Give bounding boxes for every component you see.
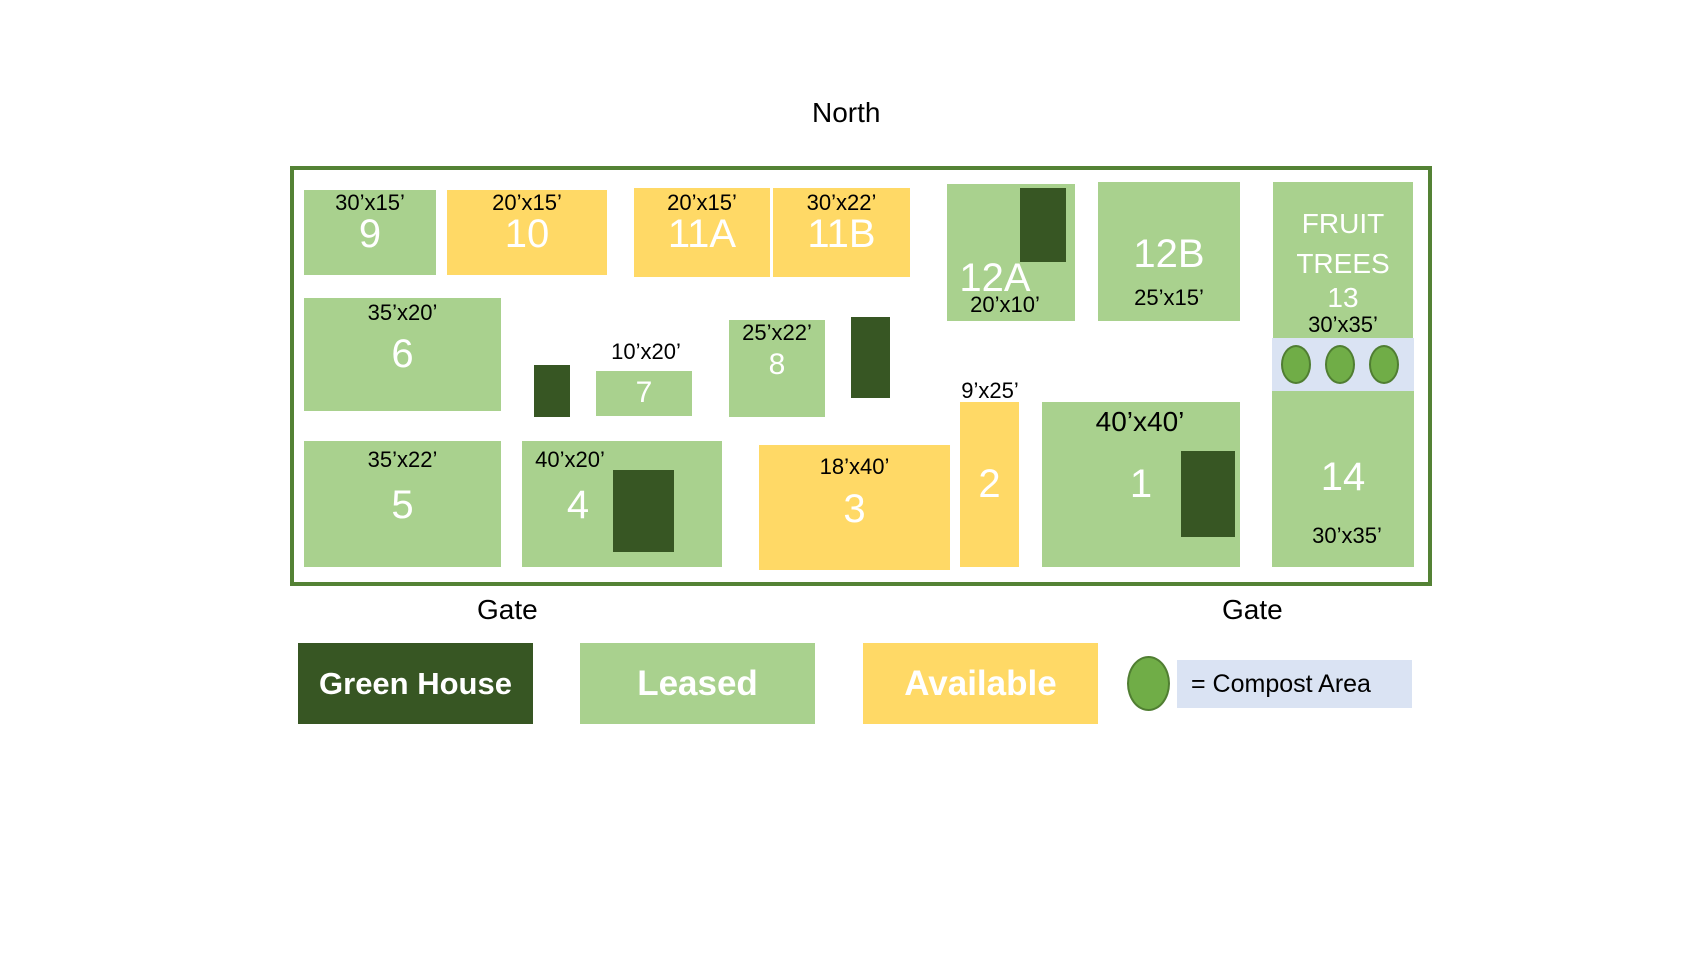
plot-1-size: 40’x40’ bbox=[1095, 406, 1185, 437]
plot-7-size: 10’x20’ bbox=[611, 339, 681, 364]
greenhouse-near-8 bbox=[851, 317, 890, 398]
plot-7[interactable]: 7 bbox=[596, 371, 692, 416]
plot-12b-number: 12B bbox=[1133, 232, 1205, 276]
plot-8-size: 25’x22’ bbox=[742, 320, 812, 345]
plot-6[interactable]: 35’x20’ 6 bbox=[304, 298, 501, 411]
compost-dot-icon bbox=[1369, 345, 1399, 384]
plot-11a-size: 20’x15’ bbox=[667, 190, 737, 215]
greenhouse-near-7 bbox=[534, 365, 570, 417]
plot-12a-number: 12A bbox=[959, 256, 1031, 300]
plot-6-size: 35’x20’ bbox=[367, 300, 438, 325]
legend-compost-dot-icon bbox=[1127, 656, 1170, 711]
plot-4-size: 40’x20’ bbox=[535, 447, 605, 472]
plot-13-number: 13 bbox=[1327, 282, 1359, 313]
greenhouse-1 bbox=[1181, 451, 1235, 537]
legend-green-house: Green House bbox=[298, 643, 533, 724]
plot-10-size: 20’x15’ bbox=[492, 190, 562, 215]
plot-13-name: FRUIT TREES bbox=[1296, 208, 1390, 279]
plot-2-number: 2 bbox=[978, 462, 1001, 506]
plot-14-size: 30’x35’ bbox=[1312, 523, 1382, 548]
plot-5[interactable]: 35’x22’ 5 bbox=[304, 441, 501, 567]
legend-leased-label: Leased bbox=[637, 663, 758, 703]
greenhouse-12a bbox=[1020, 188, 1066, 262]
north-label: North bbox=[812, 97, 881, 128]
plot-9-size: 30’x15’ bbox=[335, 190, 405, 215]
plot-6-number: 6 bbox=[391, 332, 414, 376]
plot-12b-size: 25’x15’ bbox=[1134, 285, 1204, 310]
plot-11b-number: 11B bbox=[807, 212, 876, 256]
legend-leased: Leased bbox=[580, 643, 815, 724]
plot-11b[interactable]: 30’x22’ 11B bbox=[773, 188, 910, 277]
garden-boundary bbox=[290, 166, 1432, 586]
plot-5-number: 5 bbox=[391, 483, 414, 527]
plot-11b-size: 30’x22’ bbox=[806, 190, 877, 215]
plot-14[interactable]: 14 30’x35’ bbox=[1272, 391, 1414, 567]
plot-9[interactable]: 30’x15’ 9 bbox=[304, 190, 436, 275]
plot-3-size: 18’x40’ bbox=[819, 454, 890, 479]
plot-13-size: 30’x35’ bbox=[1308, 312, 1378, 337]
plot-10-number: 10 bbox=[504, 212, 550, 256]
legend-compost-area: = Compost Area bbox=[1177, 660, 1412, 708]
plot-11a[interactable]: 20’x15’ 11A bbox=[634, 188, 770, 277]
plot-11a-number: 11A bbox=[667, 212, 737, 256]
plot-4-number: 4 bbox=[566, 483, 590, 527]
legend-green-house-label: Green House bbox=[319, 665, 512, 701]
plot-12b[interactable]: 12B 25’x15’ bbox=[1098, 182, 1240, 321]
plot-13-fruit-trees[interactable]: FRUIT TREES 13 30’x35’ bbox=[1273, 182, 1413, 338]
plot-8[interactable]: 25’x22’ 8 bbox=[729, 320, 825, 417]
plot-12a-size: 20’x10’ bbox=[970, 292, 1040, 317]
legend-available: Available bbox=[863, 643, 1098, 724]
compost-dot-icon bbox=[1281, 345, 1311, 384]
gate-label-west: Gate bbox=[477, 594, 538, 625]
plot-8-number: 8 bbox=[768, 348, 786, 381]
plot-7-number: 7 bbox=[635, 376, 653, 409]
plot-2-size: 9’x25’ bbox=[961, 378, 1019, 403]
plot-2[interactable]: 2 bbox=[960, 402, 1019, 567]
compost-dot-icon bbox=[1325, 345, 1355, 384]
gate-label-east: Gate bbox=[1222, 594, 1283, 625]
plot-3[interactable]: 18’x40’ 3 bbox=[759, 445, 950, 570]
plot-14-number: 14 bbox=[1320, 455, 1366, 499]
plot-9-number: 9 bbox=[358, 212, 382, 256]
plot-3-number: 3 bbox=[843, 487, 866, 531]
greenhouse-4 bbox=[613, 470, 674, 552]
legend-compost-label: = Compost Area bbox=[1191, 669, 1371, 698]
plot-1-number: 1 bbox=[1129, 462, 1153, 506]
legend-available-label: Available bbox=[904, 663, 1057, 703]
plot-5-size: 35’x22’ bbox=[367, 447, 438, 472]
plot-10[interactable]: 20’x15’ 10 bbox=[447, 190, 607, 275]
